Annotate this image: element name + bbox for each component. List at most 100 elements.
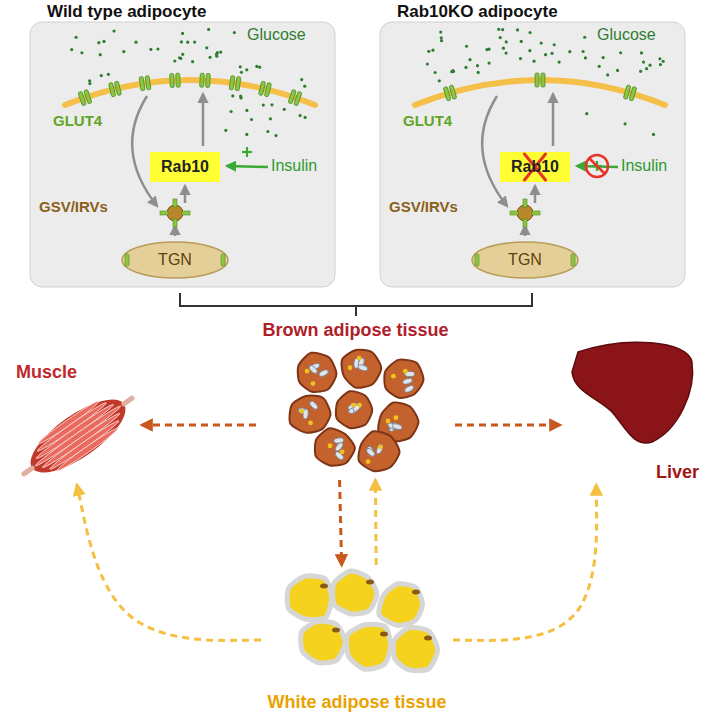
glucose-dot [520, 40, 523, 43]
glucose-dot [487, 48, 490, 51]
glucose-dot [112, 29, 115, 32]
plasma-membrane [65, 80, 315, 105]
glucose-dot [239, 65, 242, 68]
glucose-dot [662, 60, 665, 63]
flow-arrow [374, 480, 378, 565]
glucose-dot [427, 50, 430, 53]
glucose-dot [501, 28, 504, 31]
glucose-dot [70, 48, 73, 51]
glucose-dot [74, 36, 77, 39]
flow-arrow [453, 485, 597, 640]
tissue-group: Liver [560, 335, 705, 485]
glucose-label: Glucose [597, 26, 656, 44]
node-text: Rab10 [161, 158, 209, 176]
glucose-dot [283, 108, 286, 111]
glucose-dot [585, 112, 588, 115]
glucose-dot [181, 53, 184, 56]
glucose-dot [274, 134, 277, 137]
glucose-dot [516, 28, 519, 31]
white-adipocytes [287, 571, 437, 671]
node-text: Rab10KO adipocyte [397, 2, 558, 22]
adipocyte-panel [380, 22, 685, 287]
glucose-dot [439, 31, 442, 34]
glucose-dot [134, 41, 137, 44]
glucose-dot [245, 68, 248, 71]
glucose-dot [528, 49, 531, 52]
glucose-dot [258, 66, 261, 69]
plasma-membrane [415, 80, 665, 105]
glucose-dot [426, 62, 429, 65]
glucose-dot [262, 104, 265, 107]
glucose-dot [207, 28, 210, 31]
glucose-dot [178, 56, 181, 59]
glucose-dot [528, 31, 531, 34]
glucose-dot [598, 65, 601, 68]
bracket [180, 293, 532, 316]
node-text: Muscle [16, 362, 77, 383]
glucose-dot [440, 39, 443, 42]
tissue-group: Brown adipose tissue [256, 318, 455, 480]
flow-arrow [77, 485, 261, 640]
glucose-dot [532, 60, 535, 63]
flow-arrow [340, 480, 342, 565]
node-text: Liver [656, 462, 699, 483]
glucose-dot [300, 78, 303, 81]
glucose-dot [102, 40, 105, 43]
glucose-dot [231, 94, 234, 97]
glucose-dot [468, 58, 471, 61]
glut4-channel [109, 81, 122, 97]
plus-sign [242, 147, 252, 157]
glucose-dot [191, 60, 194, 63]
glut4-label: GLUT4 [53, 112, 102, 129]
glucose-dot [602, 56, 605, 59]
glucose-dot [640, 51, 643, 54]
cell-background [380, 22, 685, 287]
glucose-dot [499, 36, 502, 39]
glucose-dot [88, 79, 91, 82]
trafficking-arrow [184, 186, 187, 203]
glucose-dot [205, 46, 208, 49]
liver-illustration [572, 342, 693, 443]
glucose-dot [616, 69, 619, 72]
glucose-dot [581, 50, 584, 53]
adipocyte-panel [30, 22, 335, 287]
glucose-dot [440, 36, 443, 39]
glucose-dot [645, 67, 648, 70]
glucose-dot [122, 50, 125, 53]
glut4-channel [623, 85, 636, 101]
glucose-dot [233, 31, 236, 34]
glucose-dot [224, 129, 227, 132]
glucose-dot [648, 64, 651, 67]
brown-adipocytes [290, 350, 424, 471]
glucose-dot [505, 40, 508, 43]
glut4-channel [78, 89, 92, 105]
storage-vesicle [510, 199, 540, 227]
glucose-dot [97, 41, 100, 44]
rab10-box: Rab10 [150, 152, 220, 182]
glucose-dot [88, 82, 91, 85]
glucose-dot [550, 52, 553, 55]
insulin-label: Insulin [271, 157, 317, 175]
vesicle-label: GSV/IRVs [39, 198, 108, 215]
glucose-dot [239, 95, 242, 98]
insulin-arrow [227, 166, 268, 167]
cell-background [30, 22, 335, 287]
node-text: Rab10 [511, 158, 559, 176]
glucose-dot [659, 63, 662, 66]
glucose-dot [477, 71, 480, 74]
glucose-dot [584, 56, 587, 59]
rab10-box: Rab10 [500, 152, 570, 182]
glucose-dot [451, 69, 454, 72]
node-text: TGN [158, 251, 192, 269]
node-text: TGN [508, 251, 542, 269]
glucose-dot [255, 65, 258, 68]
glucose-dot [540, 41, 543, 44]
glucose-dot [619, 51, 622, 54]
glucose-dot [219, 51, 222, 54]
glut4-channel [139, 76, 151, 91]
trafficking-arrow [174, 226, 177, 236]
glut4-label: GLUT4 [403, 112, 452, 129]
glucose-dot [99, 53, 102, 56]
block-sign [589, 158, 605, 174]
